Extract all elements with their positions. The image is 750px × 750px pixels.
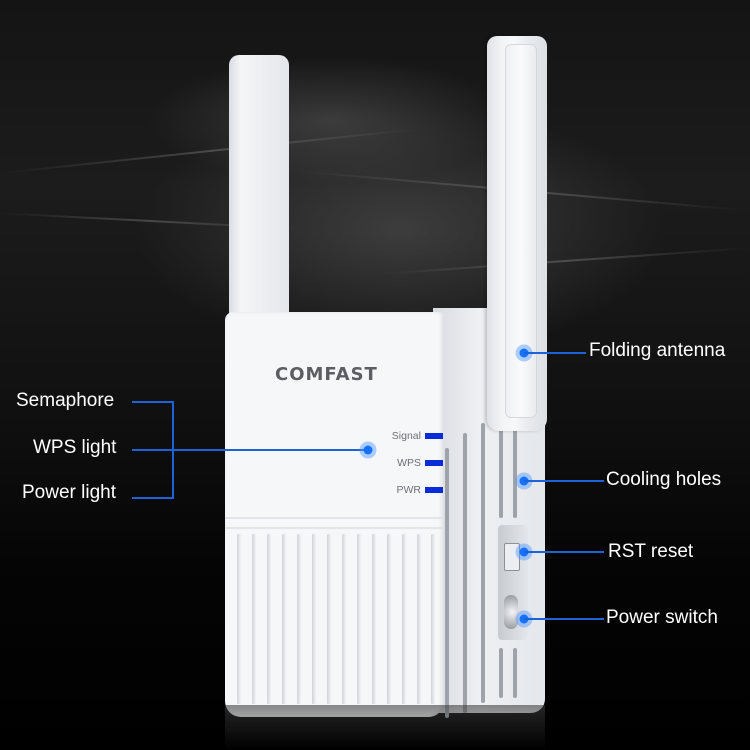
led-indicator-icon — [425, 432, 443, 439]
callout-power-switch: Power switch — [606, 607, 718, 628]
callout-line — [132, 401, 174, 403]
device-front-panel: COMFAST Signal WPS PWR — [225, 312, 443, 717]
callout-line — [524, 352, 586, 354]
callout-cooling-holes: Cooling holes — [606, 469, 722, 490]
indicator-led-group: Signal WPS PWR — [392, 422, 443, 503]
left-antenna — [229, 55, 289, 335]
device-reflection — [225, 705, 545, 750]
right-folding-antenna — [487, 36, 547, 431]
callout-power-light: Power light — [22, 482, 116, 503]
callout-semaphore: Semaphore — [16, 390, 115, 411]
front-cooling-ribs — [225, 534, 443, 709]
side-control-panel — [498, 525, 528, 640]
rst-reset-button[interactable] — [504, 543, 520, 571]
callout-wps-light: WPS light — [33, 437, 117, 458]
panel-seam — [225, 517, 443, 519]
background-light-streak — [1, 128, 419, 174]
panel-seam — [225, 527, 443, 529]
power-switch[interactable] — [504, 595, 518, 629]
background-light-streak — [380, 247, 750, 275]
led-indicator-icon — [425, 459, 443, 466]
callout-line — [524, 551, 604, 553]
callout-line — [524, 618, 604, 620]
callout-line — [524, 480, 604, 482]
led-signal: Signal — [392, 422, 443, 449]
brand-logo: COMFAST — [275, 364, 378, 385]
led-pwr: PWR — [392, 476, 443, 503]
callout-folding-antenna: Folding antenna — [589, 340, 726, 361]
callout-line — [132, 497, 174, 499]
led-wps: WPS — [392, 449, 443, 476]
led-indicator-icon — [425, 486, 443, 493]
callout-rst-reset: RST reset — [608, 541, 694, 562]
callout-dot-icon — [363, 445, 373, 455]
callout-line — [132, 449, 368, 451]
